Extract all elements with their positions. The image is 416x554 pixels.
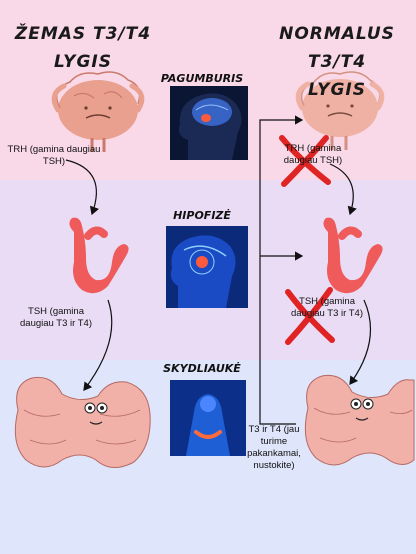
pituitary-scan-icon <box>166 226 248 308</box>
thyroid-left-icon <box>14 376 151 468</box>
header-normal-line1: NORMALUS T3/T4 <box>279 24 395 72</box>
header-normal-line2: LYGIS <box>307 80 367 100</box>
arrow-trh-to-pituitary-right <box>329 163 357 216</box>
cross-trh-icon <box>279 135 331 187</box>
section-thyroid: SKYDLIAUKĖ <box>163 362 241 375</box>
arrow-tsh-to-thyroid-left <box>83 299 113 391</box>
header-low-level: ŽEMAS T3/T4 LYGIS <box>8 20 158 76</box>
section-hypothalamus: PAGUMBURIS <box>160 72 244 85</box>
feedback-line <box>259 115 304 425</box>
label-tsh-left: TSH (gamina daugiau T3 ir T4) <box>20 306 92 329</box>
arrow-tsh-to-thyroid-right <box>349 299 371 385</box>
thyroid-scan-icon <box>170 380 246 456</box>
head-scan-icon <box>170 86 248 160</box>
arrow-trh-to-pituitary-left <box>65 159 99 216</box>
header-normal-level: NORMALUS T3/T4 LYGIS <box>262 20 412 104</box>
label-trh-left: TRH (gamina daugiau TSH) <box>7 144 101 167</box>
brain-left-icon <box>51 71 145 152</box>
brain-right-icon <box>295 71 385 150</box>
header-low-line2: LYGIS <box>53 52 113 72</box>
pituitary-right-icon <box>323 217 383 294</box>
label-trh-right: TRH (gamina daugiau TSH) <box>283 143 343 166</box>
section-pituitary: HIPOFIZĖ <box>173 209 231 222</box>
pituitary-left-icon <box>69 217 129 294</box>
cross-tsh-icon <box>285 287 335 345</box>
header-low-line1: ŽEMAS T3/T4 <box>14 24 152 44</box>
label-t3-t4-feedback: T3 ir T4 (jau turime pakankamai, nustoki… <box>247 424 301 471</box>
label-tsh-right: TSH (gamina daugiau T3 ir T4) <box>291 296 363 319</box>
thyroid-right-icon <box>304 374 415 466</box>
